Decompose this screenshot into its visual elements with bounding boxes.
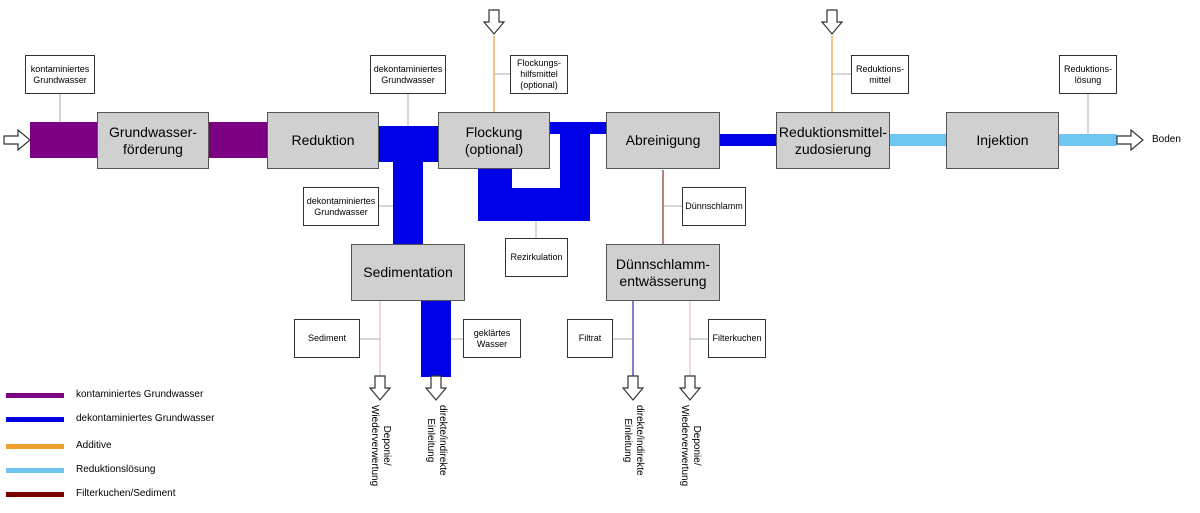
label-reduktionsloesung: Reduktions- lösung [1059,55,1117,94]
label-kontaminiertes-grundwasser: kontaminiertes Grundwasser [25,55,95,94]
output-deponie-1: Deponie/ Wiederverwertung [369,405,392,487]
output-einleitung-1: direkte/indirekte Einleitung [425,405,448,476]
pipe-flockung-to-abreinigung [550,122,606,134]
label-filtrat: Filtrat [567,319,613,358]
legend-label-filterkuchen: Filterkuchen/Sediment [76,488,176,499]
pipe-reduktionsloesung-2 [1059,134,1117,146]
legend-swatch-kontaminiert [6,393,64,398]
pipe-dekont-down-sed [393,126,423,244]
legend-swatch-reduktionsloesung [6,468,64,473]
pipe-rezirkulation-right [560,122,590,221]
input-arrow-icon [3,128,31,152]
arrow-down-einleitung-1-icon [425,375,447,401]
pipe-kontaminiert-1 [30,122,97,158]
label-rezirkulation: Rezirkulation [505,238,568,277]
arrow-down-einleitung-2-icon [622,375,644,401]
pipe-reduktionsloesung-1 [890,134,946,146]
label-duennschlamm: Dünnschlamm [682,187,746,226]
label-dekontaminiertes-grundwasser-side: dekontaminiertes Grundwasser [303,187,379,226]
output-deponie-2: Deponie/ Wiederverwertung [679,405,702,487]
process-sedimentation: Sedimentation [351,244,465,301]
legend-label-kontaminiert: kontaminiertes Grundwasser [76,389,204,400]
output-einleitung-2: direkte/indirekte Einleitung [622,405,645,476]
process-abreinigung: Abreinigung [606,112,720,169]
pipe-dekont-sed-out [421,300,451,377]
label-dekontaminiertes-grundwasser-top: dekontaminiertes Grundwasser [370,55,446,94]
process-reduktionsmittelzudosierung: Reduktionsmittel- zudosierung [776,112,890,169]
process-reduktion: Reduktion [267,112,379,169]
output-arrow-boden-icon [1116,128,1144,152]
label-reduktionsmittel: Reduktions- mittel [851,55,909,94]
output-boden: Boden [1152,134,1181,145]
legend-label-reduktionsloesung: Reduktionslösung [76,464,156,475]
process-grundwasserfoerderung: Grundwasser- förderung [97,112,209,169]
arrow-down-reduktionsmittel-icon [821,9,843,35]
label-filterkuchen: Filterkuchen [708,319,766,358]
label-geklaertes-wasser: geklärtes Wasser [463,319,521,358]
legend-swatch-additive [6,444,64,449]
pipe-kontaminiert-2 [209,122,267,158]
process-flockung: Flockung (optional) [438,112,550,169]
pipe-abreinigung-out [720,134,776,146]
arrow-down-deponie-1-icon [369,375,391,401]
legend-swatch-dekontaminiert [6,417,64,422]
arrow-down-deponie-2-icon [679,375,701,401]
process-duennschlammentwaesserung: Dünnschlamm- entwässerung [606,244,720,301]
label-sediment: Sediment [294,319,360,358]
process-injektion: Injektion [946,112,1059,169]
legend-label-additive: Additive [76,440,112,451]
legend-swatch-filterkuchen [6,492,64,497]
legend-label-dekontaminiert: dekontaminiertes Grundwasser [76,413,215,424]
arrow-down-flockungshilfsmittel-icon [483,9,505,35]
label-flockungshilfsmittel: Flockungs- hilfsmittel (optional) [510,55,568,94]
